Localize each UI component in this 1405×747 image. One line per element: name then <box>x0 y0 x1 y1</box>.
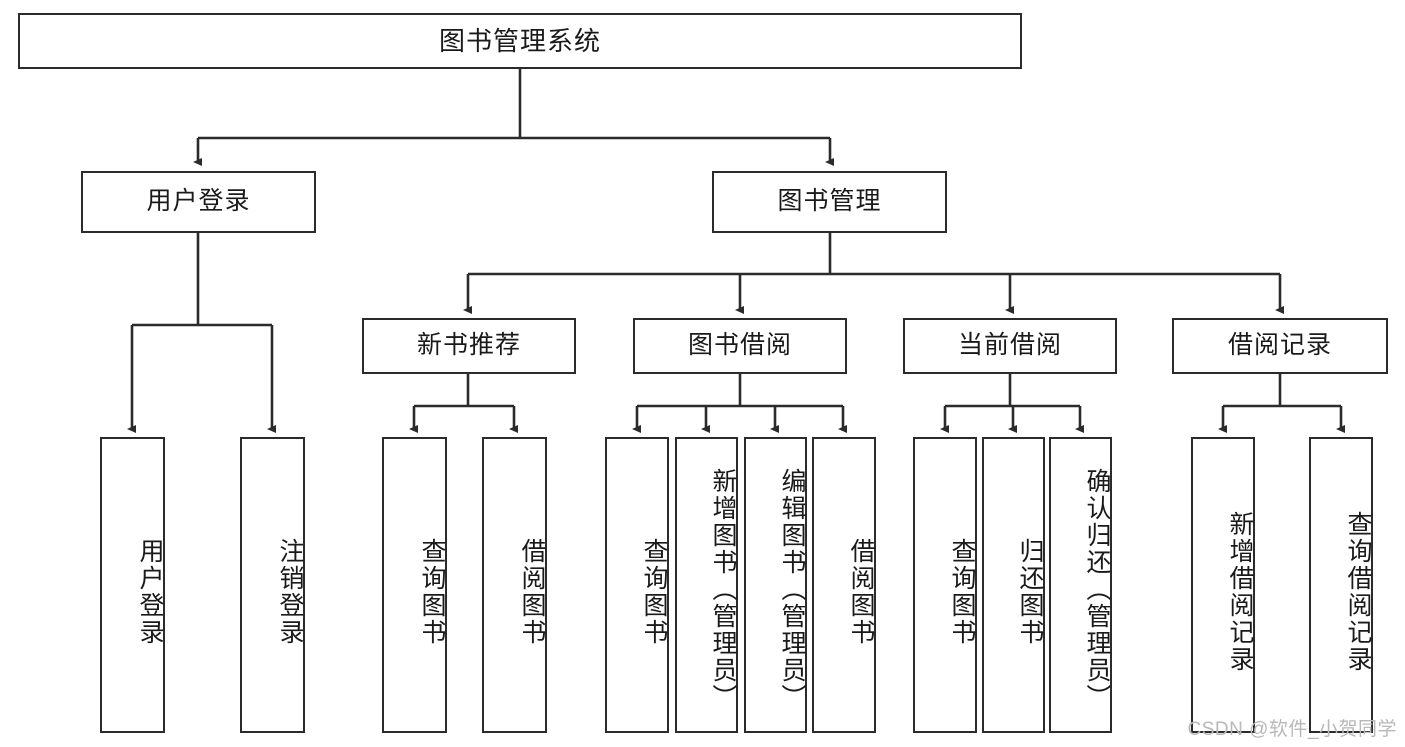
leaf-query-borrow-record[interactable]: 查询借阅记录 <box>1309 437 1373 733</box>
leaf-query-book-new[interactable]: 查询图书 <box>382 437 447 733</box>
leaf-user-login[interactable]: 用户登录 <box>100 437 165 733</box>
leaf-return-book[interactable]: 归还图书 <box>982 437 1045 733</box>
node-book-management[interactable]: 图书管理 <box>712 171 947 233</box>
leaf-add-book-admin[interactable]: 新增图书（管理员） <box>675 437 738 733</box>
node-current-borrow[interactable]: 当前借阅 <box>903 318 1117 374</box>
node-new-book-recommend[interactable]: 新书推荐 <box>362 318 576 374</box>
leaf-confirm-return-admin[interactable]: 确认归还（管理员） <box>1049 437 1112 733</box>
leaf-edit-book-admin[interactable]: 编辑图书（管理员） <box>744 437 807 733</box>
node-borrow-records[interactable]: 借阅记录 <box>1172 318 1388 374</box>
node-book-borrow[interactable]: 图书借阅 <box>633 318 847 374</box>
node-user-login[interactable]: 用户登录 <box>81 171 316 233</box>
leaf-add-borrow-record[interactable]: 新增借阅记录 <box>1191 437 1255 733</box>
leaf-borrow-book[interactable]: 借阅图书 <box>812 437 876 733</box>
leaf-logout[interactable]: 注销登录 <box>240 437 305 733</box>
leaf-borrow-book-new[interactable]: 借阅图书 <box>482 437 547 733</box>
leaf-query-book-borrow[interactable]: 查询图书 <box>605 437 669 733</box>
leaf-query-book-current[interactable]: 查询图书 <box>913 437 977 733</box>
node-root-system[interactable]: 图书管理系统 <box>18 13 1022 69</box>
csdn-watermark: CSDN @软件_小贺同学 <box>1187 719 1397 740</box>
